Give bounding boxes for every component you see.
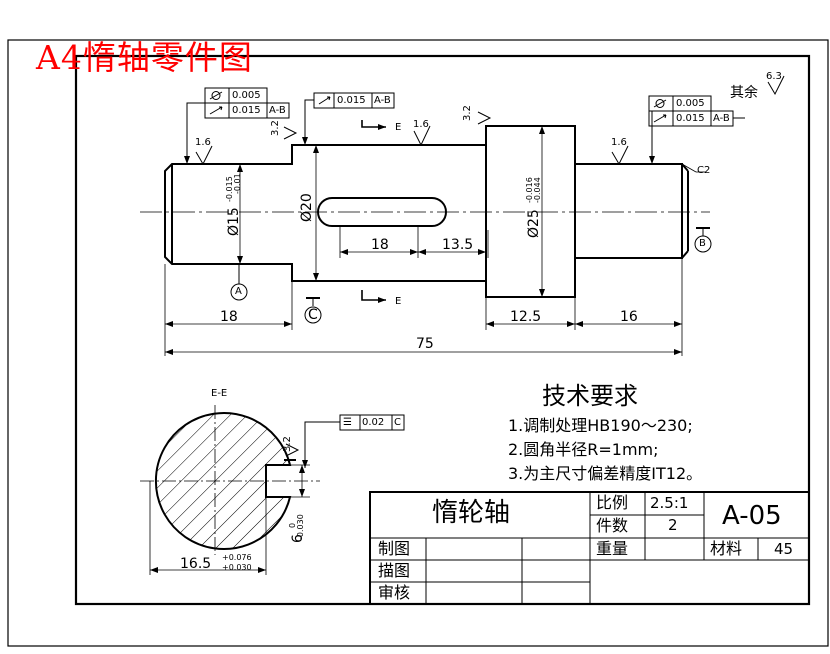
rough-4: 3.2: [462, 105, 473, 121]
dim-d25: Ø25: [526, 209, 542, 238]
sec-dim-6-lower: -0.030: [296, 514, 305, 540]
title-block-grid: [369, 491, 810, 605]
tolerance-frames: [204, 87, 734, 431]
section-arrows: [361, 120, 706, 303]
tol-left-circ: 0.005: [232, 90, 261, 101]
tech-item-2: 2.圆角半径R=1mm;: [508, 440, 659, 459]
section-e-bottom: E: [395, 296, 402, 307]
tol-right-run-ref: A-B: [713, 113, 730, 124]
tol-mid-run: 0.015: [337, 95, 366, 106]
tol-keyway-sym: 0.02: [362, 417, 385, 428]
sec-dim-16-5-upper: +0.076: [222, 553, 252, 562]
rough-2: 3.2: [270, 120, 281, 136]
dim-len-75: 75: [416, 336, 434, 352]
qty-value: 2: [668, 516, 678, 534]
dim-d15: Ø15: [226, 207, 242, 236]
section-title: E-E: [211, 388, 228, 399]
rough-3: 1.6: [413, 119, 429, 130]
tolerance-leaders: [184, 91, 745, 468]
sym-symbol: ☰: [343, 417, 352, 428]
material-value: 45: [774, 540, 794, 558]
scale-label: 比例: [596, 493, 629, 512]
dim-d15-lower: -0.01: [233, 173, 242, 194]
tech-item-3: 3.为主尺寸偏差精度IT12。: [508, 464, 703, 483]
tol-right-circ: 0.005: [676, 98, 705, 109]
section-e-top: E: [395, 122, 402, 133]
tech-item-1: 1.调制处理HB190～230;: [508, 416, 693, 435]
qty-label: 件数: [596, 516, 629, 535]
dim-len-18: 18: [220, 309, 238, 325]
traced-label: 描图: [378, 561, 411, 580]
dim-len-16: 16: [620, 309, 638, 325]
rough-5: 1.6: [611, 137, 627, 148]
drawing-no: A-05: [722, 501, 782, 531]
tech-title: 技术要求: [542, 382, 638, 410]
dimension-lines: [164, 126, 683, 356]
tol-left-run: 0.015: [232, 105, 261, 116]
drawn-label: 制图: [378, 539, 411, 558]
rough-other: 6.3: [766, 71, 782, 82]
tol-mid-run-ref: A-B: [374, 95, 391, 106]
roughness-symbols: [195, 75, 785, 457]
checked-label: 审核: [378, 583, 411, 602]
dim-len-12-5: 12.5: [510, 309, 542, 325]
datum-symbols: [230, 227, 712, 461]
sec-dim-16-5: 16.5: [180, 556, 212, 572]
cross-section: [154, 412, 292, 550]
rough-other-label: 其余: [730, 85, 758, 101]
datum-a: A: [235, 286, 242, 297]
datum-b: B: [699, 238, 706, 249]
datum-c: C: [308, 307, 318, 323]
tol-keyway-ref: C: [394, 417, 401, 428]
tol-right-run: 0.015: [676, 113, 705, 124]
material-label: 材料: [710, 539, 743, 558]
sec-dim-16-5-lower: +0.030: [222, 563, 252, 572]
chamfer-label: C2: [697, 165, 711, 176]
weight-label: 重量: [596, 539, 629, 558]
scale-value: 2.5:1: [650, 494, 689, 512]
tol-left-run-ref: A-B: [269, 105, 286, 116]
dim-slot-len: 18: [371, 237, 389, 253]
dim-d25-lower: -0.044: [533, 177, 542, 203]
drawing-banner: A4惰轴零件图: [36, 38, 253, 77]
rough-6: 3.2: [282, 436, 293, 452]
rough-1: 1.6: [195, 137, 211, 148]
dim-slot-off: 13.5: [442, 237, 474, 253]
outer-frame: [7, 39, 829, 647]
part-name: 惰轮轴: [432, 498, 511, 528]
section-dims: [140, 405, 320, 575]
shaft-outline: [164, 125, 689, 298]
dim-d20: Ø20: [299, 193, 315, 222]
